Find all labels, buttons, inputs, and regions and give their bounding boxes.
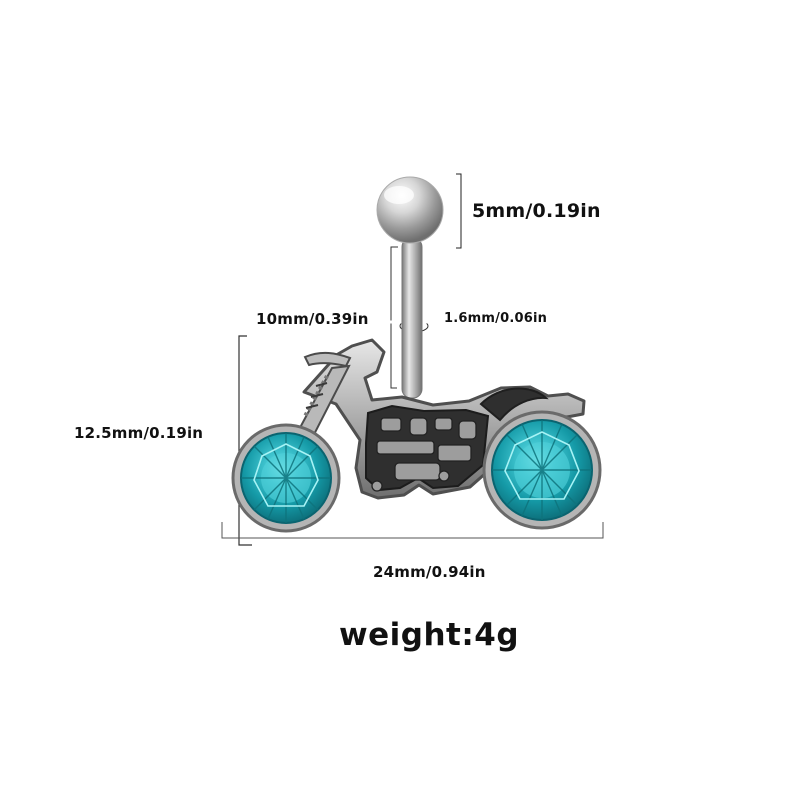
bar-height-bracket <box>390 246 398 389</box>
curved-bar <box>401 237 423 399</box>
ball-diameter-label: 5mm/0.19in <box>472 200 601 222</box>
height-label: 12.5mm/0.19in <box>74 424 204 442</box>
weight-label: weight:4g <box>339 617 520 653</box>
rear-fender <box>479 387 549 422</box>
handlebar <box>303 351 352 368</box>
ball-dimension-bracket <box>456 173 462 249</box>
height-dimension-bracket <box>238 335 252 546</box>
bar-gauge-label: 1.6mm/0.06in <box>444 311 548 326</box>
front-wheel-gem <box>231 423 341 533</box>
top-ball <box>376 176 444 244</box>
rear-wheel-gem <box>482 410 602 530</box>
width-dimension-line <box>221 522 604 539</box>
top-width-label: 10mm/0.39in <box>256 310 369 328</box>
width-label: 24mm/0.94in <box>373 563 486 581</box>
